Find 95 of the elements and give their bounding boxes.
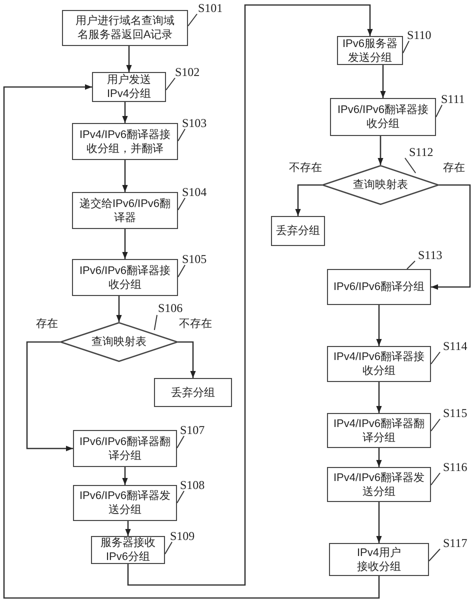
- step-text: IPv6/IPv6翻译器发送分组: [79, 489, 171, 517]
- step-text: 用户发送IPv4分组: [106, 73, 152, 101]
- arrow: [295, 184, 322, 216]
- leader-line: [406, 260, 416, 270]
- step-number: S117: [443, 537, 468, 550]
- step-text: IPv6服务器发送分组: [341, 36, 398, 64]
- process-box: [62, 10, 188, 46]
- arrow: [126, 46, 132, 72]
- process-box: [72, 192, 178, 229]
- decision-diamond: [322, 165, 439, 205]
- leader-line: [436, 104, 442, 118]
- step-text: 丢弃分组: [170, 386, 216, 400]
- arrow: [3, 84, 380, 599]
- arrow: [376, 382, 382, 413]
- arrow: [116, 296, 122, 322]
- arrow: [122, 160, 128, 192]
- step-number: S103: [182, 117, 207, 130]
- leader-line: [178, 128, 186, 142]
- leader-line: [404, 158, 416, 174]
- process-box: [91, 536, 165, 564]
- step-number: S106: [158, 302, 183, 315]
- decision-text: 查询映射表: [352, 178, 409, 192]
- leader-line: [176, 490, 184, 504]
- step-number: S104: [182, 186, 207, 199]
- step-number: S111: [441, 93, 465, 106]
- step-text: 用户进行域名查询域名服务器返回A记录: [74, 14, 176, 42]
- step-text: 递交给IPv6/IPv6翻译器: [79, 196, 171, 224]
- process-box: [271, 216, 325, 246]
- process-box: [329, 543, 429, 576]
- arrow: [178, 341, 196, 378]
- edge-label: 不存在: [289, 162, 322, 175]
- arrow: [376, 305, 382, 346]
- edge-label: 存在: [36, 318, 58, 331]
- leader-line: [430, 418, 440, 432]
- step-number: S105: [182, 253, 207, 266]
- step-text: IPv6/IPv6翻译分组: [332, 280, 426, 294]
- step-text: IPv4/IPv6翻译器翻译分组: [333, 416, 425, 444]
- step-text: 丢弃分组: [275, 224, 321, 238]
- arrow: [378, 136, 384, 165]
- leader-line: [188, 14, 198, 26]
- edge-label: 存在: [443, 162, 465, 175]
- step-text: IPv4/IPv6翻译器接收分组，并翻译: [79, 128, 171, 156]
- arrow: [376, 448, 382, 467]
- arrow: [122, 229, 128, 259]
- arrow: [122, 102, 128, 123]
- leader-line: [430, 472, 440, 486]
- process-box: [327, 413, 431, 448]
- process-box: [154, 378, 232, 407]
- step-text: IPv6/IPv6翻译器翻译分组: [79, 434, 171, 462]
- edge-label: 不存在: [179, 318, 212, 331]
- step-number: S112: [409, 146, 434, 159]
- step-number: S114: [443, 340, 468, 353]
- process-box: [73, 485, 177, 521]
- process-box: [330, 98, 436, 136]
- arrow: [122, 467, 128, 485]
- step-text: IPv4/IPv6翻译器接收分组: [333, 350, 425, 378]
- arrow: [431, 184, 471, 290]
- step-number: S113: [418, 249, 442, 262]
- process-box: [327, 346, 431, 382]
- step-number: S109: [170, 530, 195, 543]
- step-text: IPv4用户接收分组: [356, 546, 402, 574]
- leader-line: [166, 78, 176, 90]
- step-number: S110: [407, 29, 432, 42]
- leader-line: [164, 542, 172, 554]
- step-number: S108: [180, 479, 205, 492]
- step-number: S115: [443, 407, 468, 420]
- leader-line: [176, 436, 184, 448]
- leader-line: [178, 198, 186, 210]
- process-box: [73, 430, 177, 467]
- process-box: [72, 259, 178, 296]
- step-text: IPv4/IPv6翻译器发送分组: [333, 470, 425, 498]
- leader-line: [428, 548, 440, 562]
- decision-diamond: [60, 322, 178, 362]
- process-box: [327, 269, 431, 305]
- step-number: S116: [443, 461, 468, 474]
- process-box: [327, 467, 431, 502]
- leader-line: [178, 264, 186, 278]
- arrow: [127, 4, 373, 586]
- arrow: [376, 502, 382, 543]
- step-text: 服务器接收IPv6分组: [100, 536, 156, 564]
- step-number: S107: [180, 424, 205, 437]
- step-text: IPv6/IPv6翻译器接收分组: [79, 264, 171, 292]
- step-number: S102: [175, 66, 200, 79]
- arrow: [380, 65, 386, 98]
- leader-line: [402, 40, 410, 54]
- process-box: [92, 72, 166, 102]
- leader-line: [154, 314, 158, 330]
- step-text: IPv6/IPv6翻译器接收分组: [337, 103, 429, 131]
- decision-text: 查询映射表: [90, 335, 148, 349]
- arrow: [125, 521, 131, 536]
- process-box: [337, 36, 403, 65]
- step-number: S101: [198, 2, 223, 15]
- arrow: [26, 341, 73, 452]
- leader-line: [430, 352, 440, 364]
- process-box: [72, 123, 178, 160]
